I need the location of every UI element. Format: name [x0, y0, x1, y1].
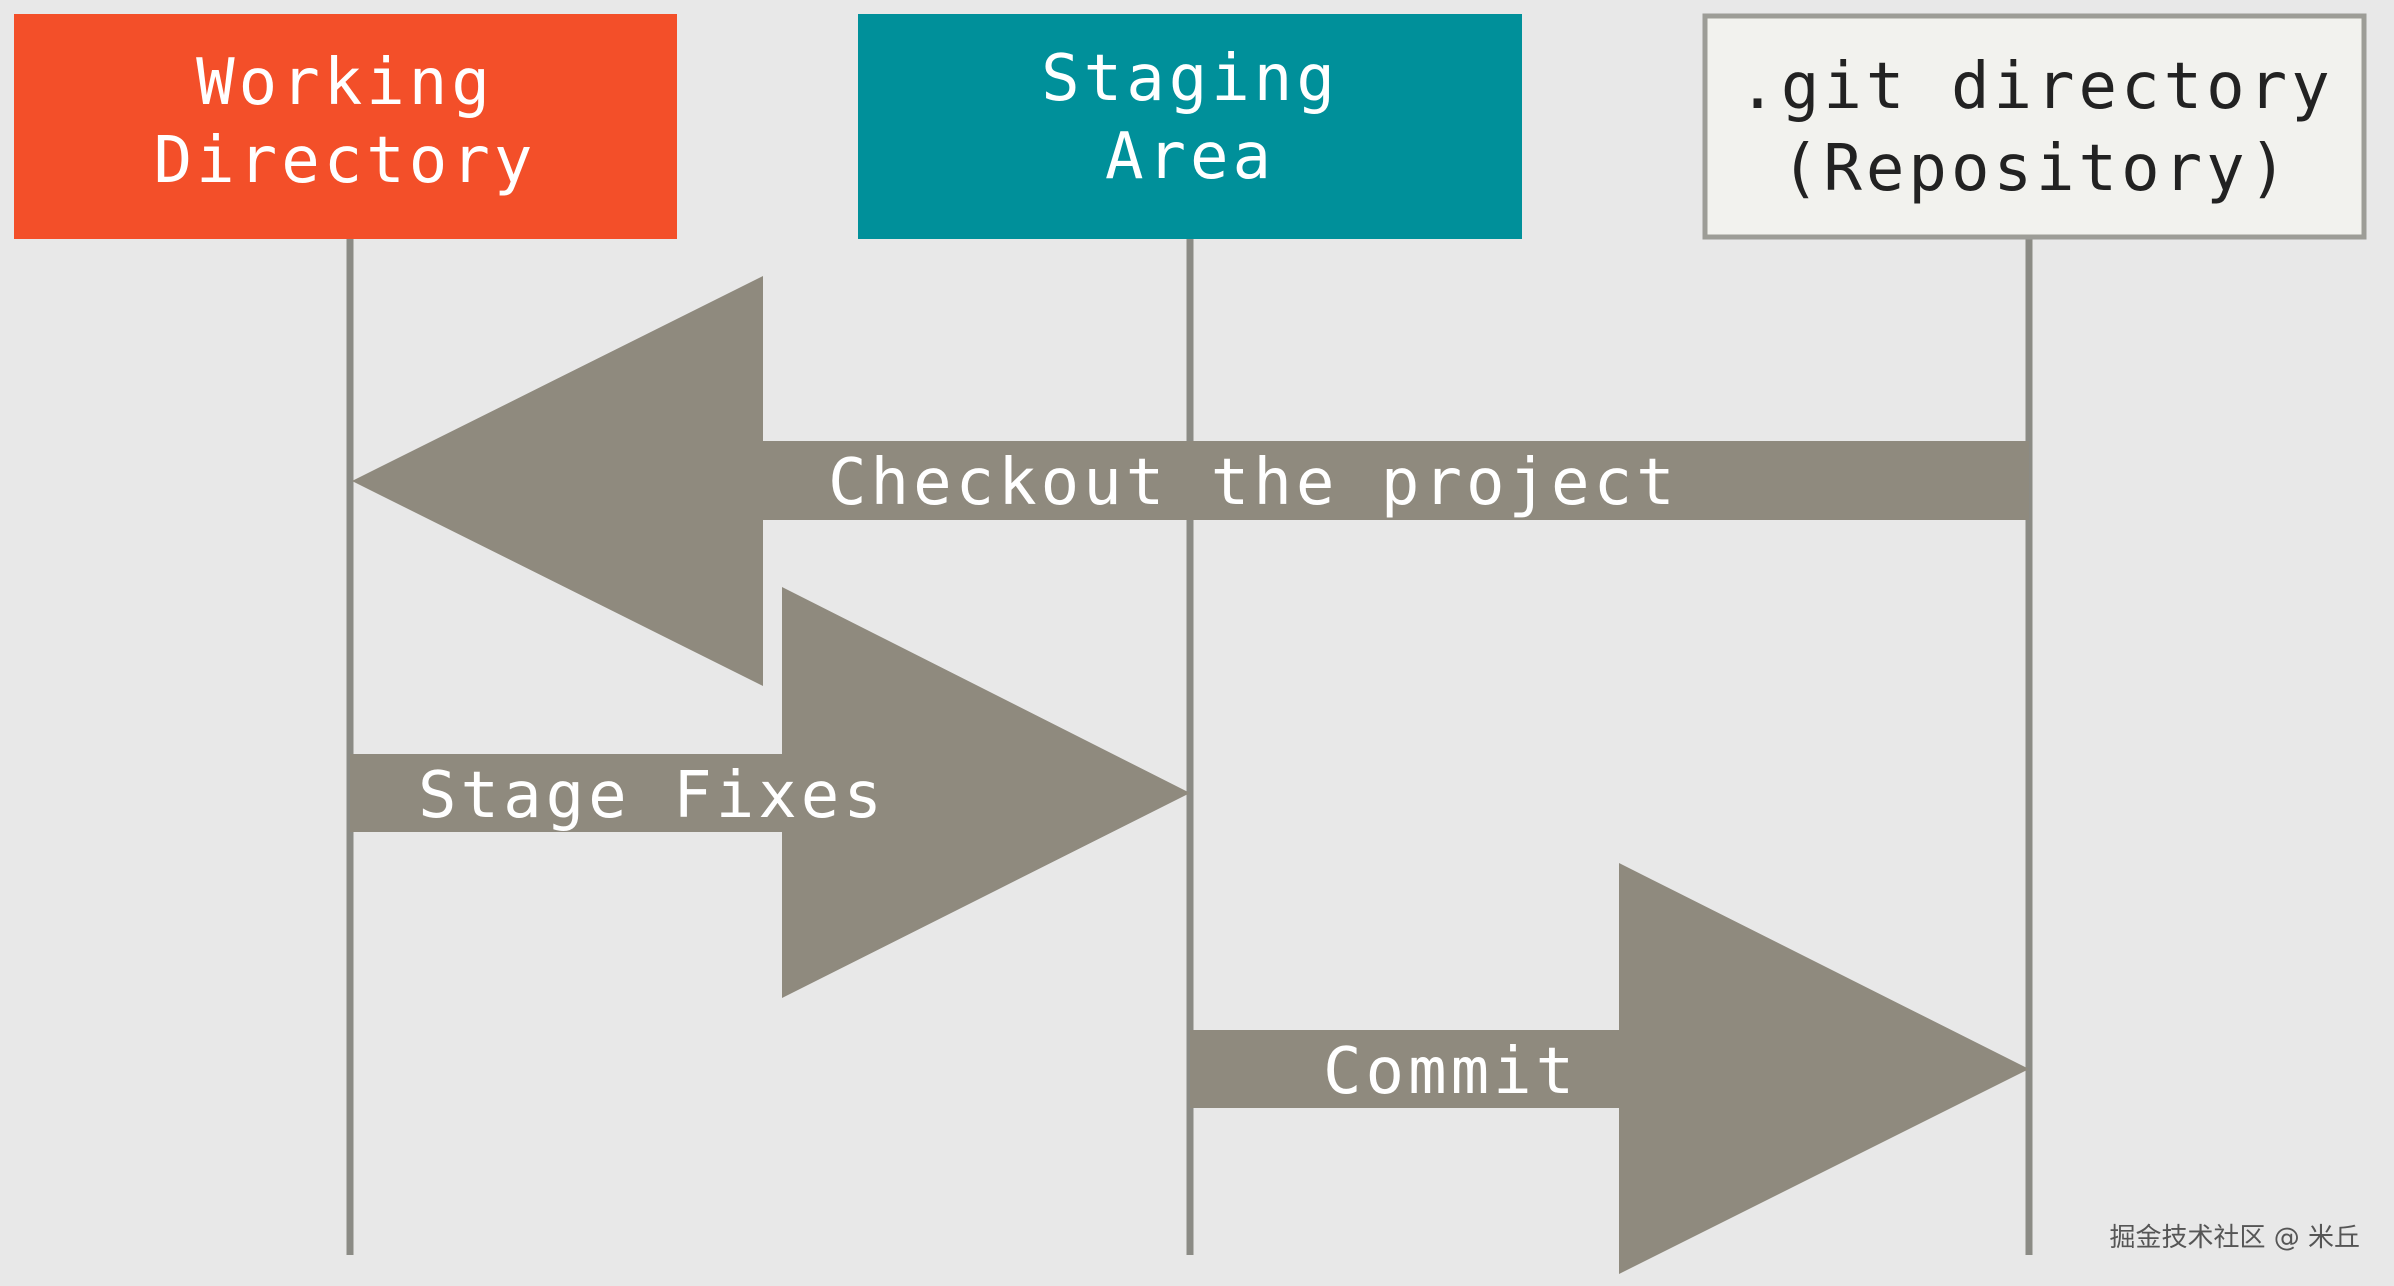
working-directory-label-line1: Working	[196, 46, 494, 120]
stage-fixes-arrow: Stage Fixes	[350, 587, 1190, 998]
git-directory-label-line2: (Repository)	[1781, 132, 2291, 206]
working-directory-label-line2: Directory	[154, 124, 537, 198]
staging-area-label-line2: Area	[1105, 120, 1275, 194]
commit-arrow: Commit	[1190, 863, 2029, 1274]
watermark-text: 掘金技术社区 @ 米丘	[2109, 1223, 2360, 1253]
staging-area-label-line1: Staging	[1041, 42, 1339, 116]
commit-arrow-label: Commit	[1323, 1035, 1578, 1109]
checkout-arrow-label: Checkout the project	[828, 446, 1679, 520]
working-directory-box: Working Directory	[14, 14, 677, 239]
stage-fixes-arrow-label: Stage Fixes	[418, 759, 886, 833]
checkout-arrow: Checkout the project	[352, 276, 2029, 686]
git-directory-label-line1: .git directory	[1738, 50, 2333, 124]
staging-area-box: Staging Area	[858, 14, 1522, 239]
git-directory-box: .git directory (Repository)	[1702, 13, 2367, 240]
